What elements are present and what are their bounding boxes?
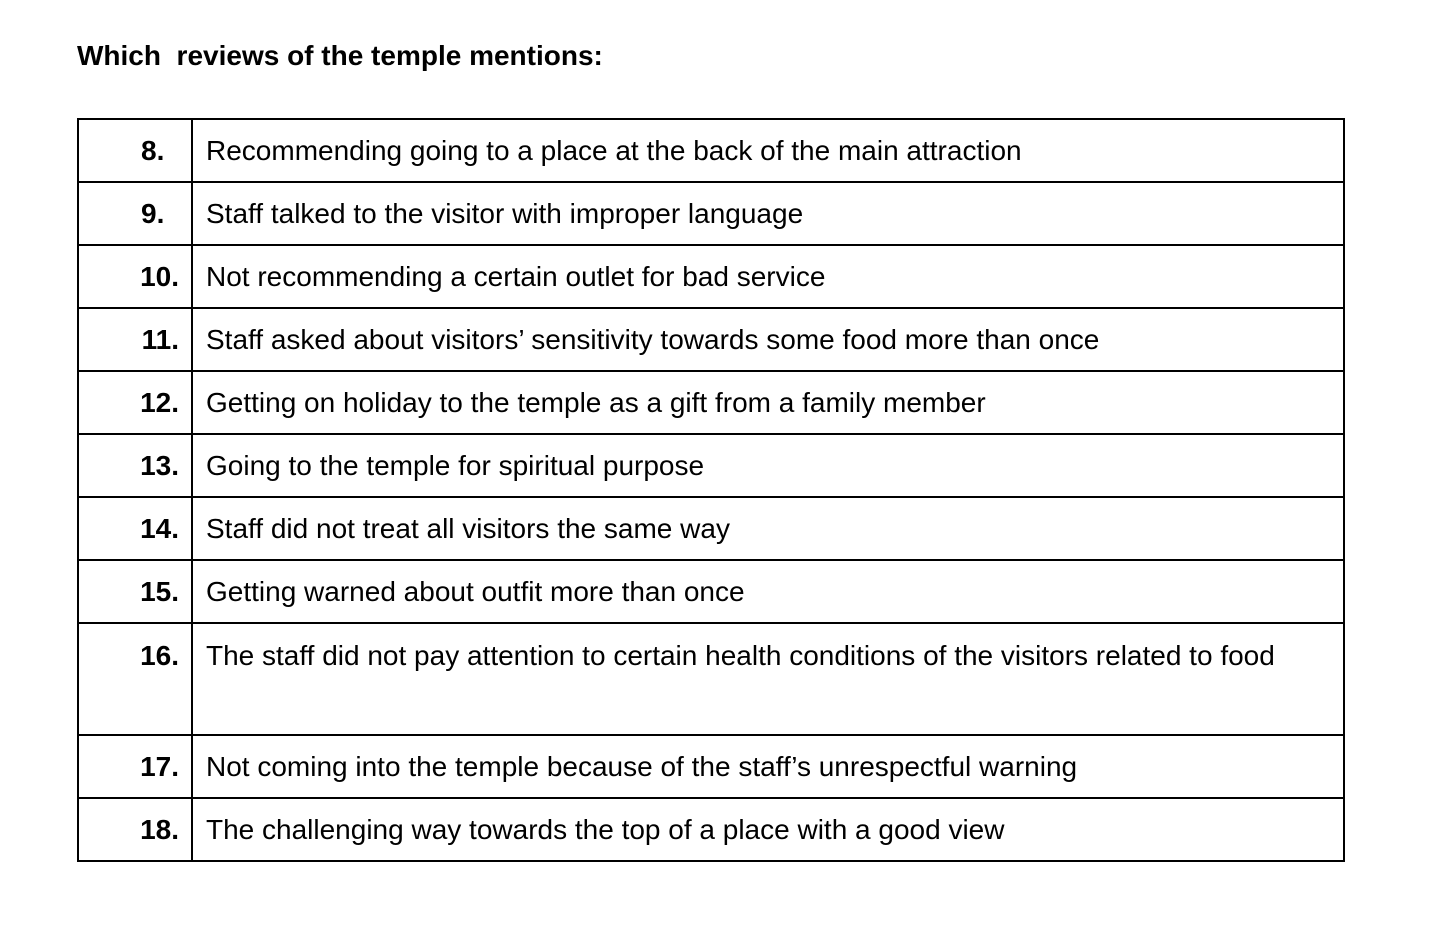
question-text: Not recommending a certain outlet for ba… [191,244,1345,309]
table-row: 8. Recommending going to a place at the … [77,118,1345,183]
question-text: Getting on holiday to the temple as a gi… [191,370,1345,435]
question-number: 13. [77,433,193,498]
question-number: 9. [77,181,193,246]
page-heading: Which reviews of the temple mentions: [77,40,603,71]
question-number: 18. [77,797,193,862]
table-row: 16. The staff did not pay attention to c… [77,622,1345,736]
question-number: 17. [77,734,193,799]
table-row: 11. Staff asked about visitors’ sensitiv… [77,307,1345,372]
table-row: 17. Not coming into the temple because o… [77,734,1345,799]
table-row: 10. Not recommending a certain outlet fo… [77,244,1345,309]
question-text: Staff did not treat all visitors the sam… [191,496,1345,561]
question-text: Getting warned about outfit more than on… [191,559,1345,624]
question-number: 16. [77,622,193,736]
question-text: Going to the temple for spiritual purpos… [191,433,1345,498]
table-row: 14. Staff did not treat all visitors the… [77,496,1345,561]
table-row: 15. Getting warned about outfit more tha… [77,559,1345,624]
table-row: 18. The challenging way towards the top … [77,797,1345,862]
question-number: 10. [77,244,193,309]
question-text: Recommending going to a place at the bac… [191,118,1345,183]
table-row: 9. Staff talked to the visitor with impr… [77,181,1345,246]
question-number: 14. [77,496,193,561]
questions-table: 8. Recommending going to a place at the … [77,118,1345,862]
question-text: Staff talked to the visitor with imprope… [191,181,1345,246]
table-row: 13. Going to the temple for spiritual pu… [77,433,1345,498]
question-number: 12. [77,370,193,435]
question-number: 8. [77,118,193,183]
question-text: Not coming into the temple because of th… [191,734,1345,799]
question-number: 15. [77,559,193,624]
question-text: The challenging way towards the top of a… [191,797,1345,862]
table-row: 12. Getting on holiday to the temple as … [77,370,1345,435]
question-text: The staff did not pay attention to certa… [191,622,1345,736]
question-number: 11. [77,307,193,372]
question-text: Staff asked about visitors’ sensitivity … [191,307,1345,372]
